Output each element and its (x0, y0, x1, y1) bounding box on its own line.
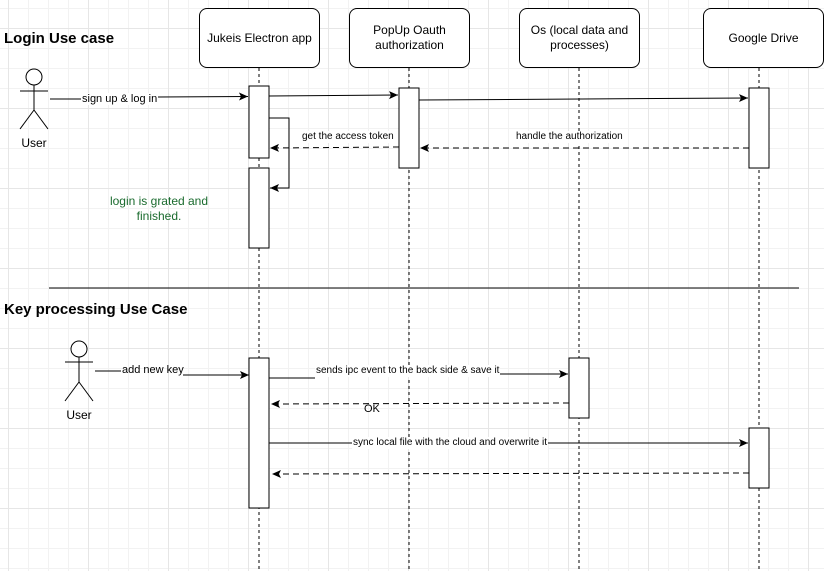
arrow-ok (270, 399, 570, 408)
arrow-get-token (269, 143, 400, 152)
activation-drive-2 (748, 427, 770, 489)
activation-electron-3 (248, 357, 270, 509)
msg-signup: sign up & log in (81, 93, 159, 105)
activation-os (568, 357, 590, 419)
participant-electron-label: Jukeis Electron app (207, 30, 312, 45)
arrow-drive-return (271, 469, 750, 478)
participant-electron[interactable]: Jukeis Electron app (199, 8, 320, 68)
key-section-title: Key processing Use Case (4, 301, 188, 318)
participant-drive-label: Google Drive (728, 30, 799, 45)
msg-sync: sync local file with the cloud and overw… (352, 437, 548, 449)
actor-login-user-figure (19, 68, 49, 130)
participant-os-label: Os (local data and processes) (530, 23, 629, 52)
note-login-granted: login is grated and finished. (109, 194, 209, 223)
participant-os[interactable]: Os (local data and processes) (519, 8, 640, 68)
msg-get-token: get the access token (301, 131, 395, 143)
msg-sends-ipc: sends ipc event to the back side & save … (315, 365, 501, 377)
actor-key-user-figure (64, 340, 94, 402)
msg-add-key: add new key (122, 364, 184, 376)
arrow-electron-popup (268, 91, 399, 100)
activation-popup (398, 87, 420, 169)
arrow-signup-tail (157, 92, 249, 101)
activation-drive-1 (748, 87, 770, 169)
activation-electron-1 (248, 85, 270, 159)
activation-electron-2 (248, 167, 270, 249)
actor-login-user-label: User (21, 136, 47, 150)
msg-ok: OK (364, 403, 380, 415)
msg-handle-auth: handle the authorization (515, 131, 624, 143)
participant-drive[interactable]: Google Drive (703, 8, 824, 68)
actor-key-user-label: User (66, 408, 92, 422)
participant-popup-label: PopUp Oauth authorization (373, 23, 446, 52)
participant-popup[interactable]: PopUp Oauth authorization (349, 8, 470, 68)
arrow-self-call (269, 117, 290, 192)
arrow-popup-drive (418, 94, 749, 103)
login-section-title: Login Use case (4, 30, 115, 47)
